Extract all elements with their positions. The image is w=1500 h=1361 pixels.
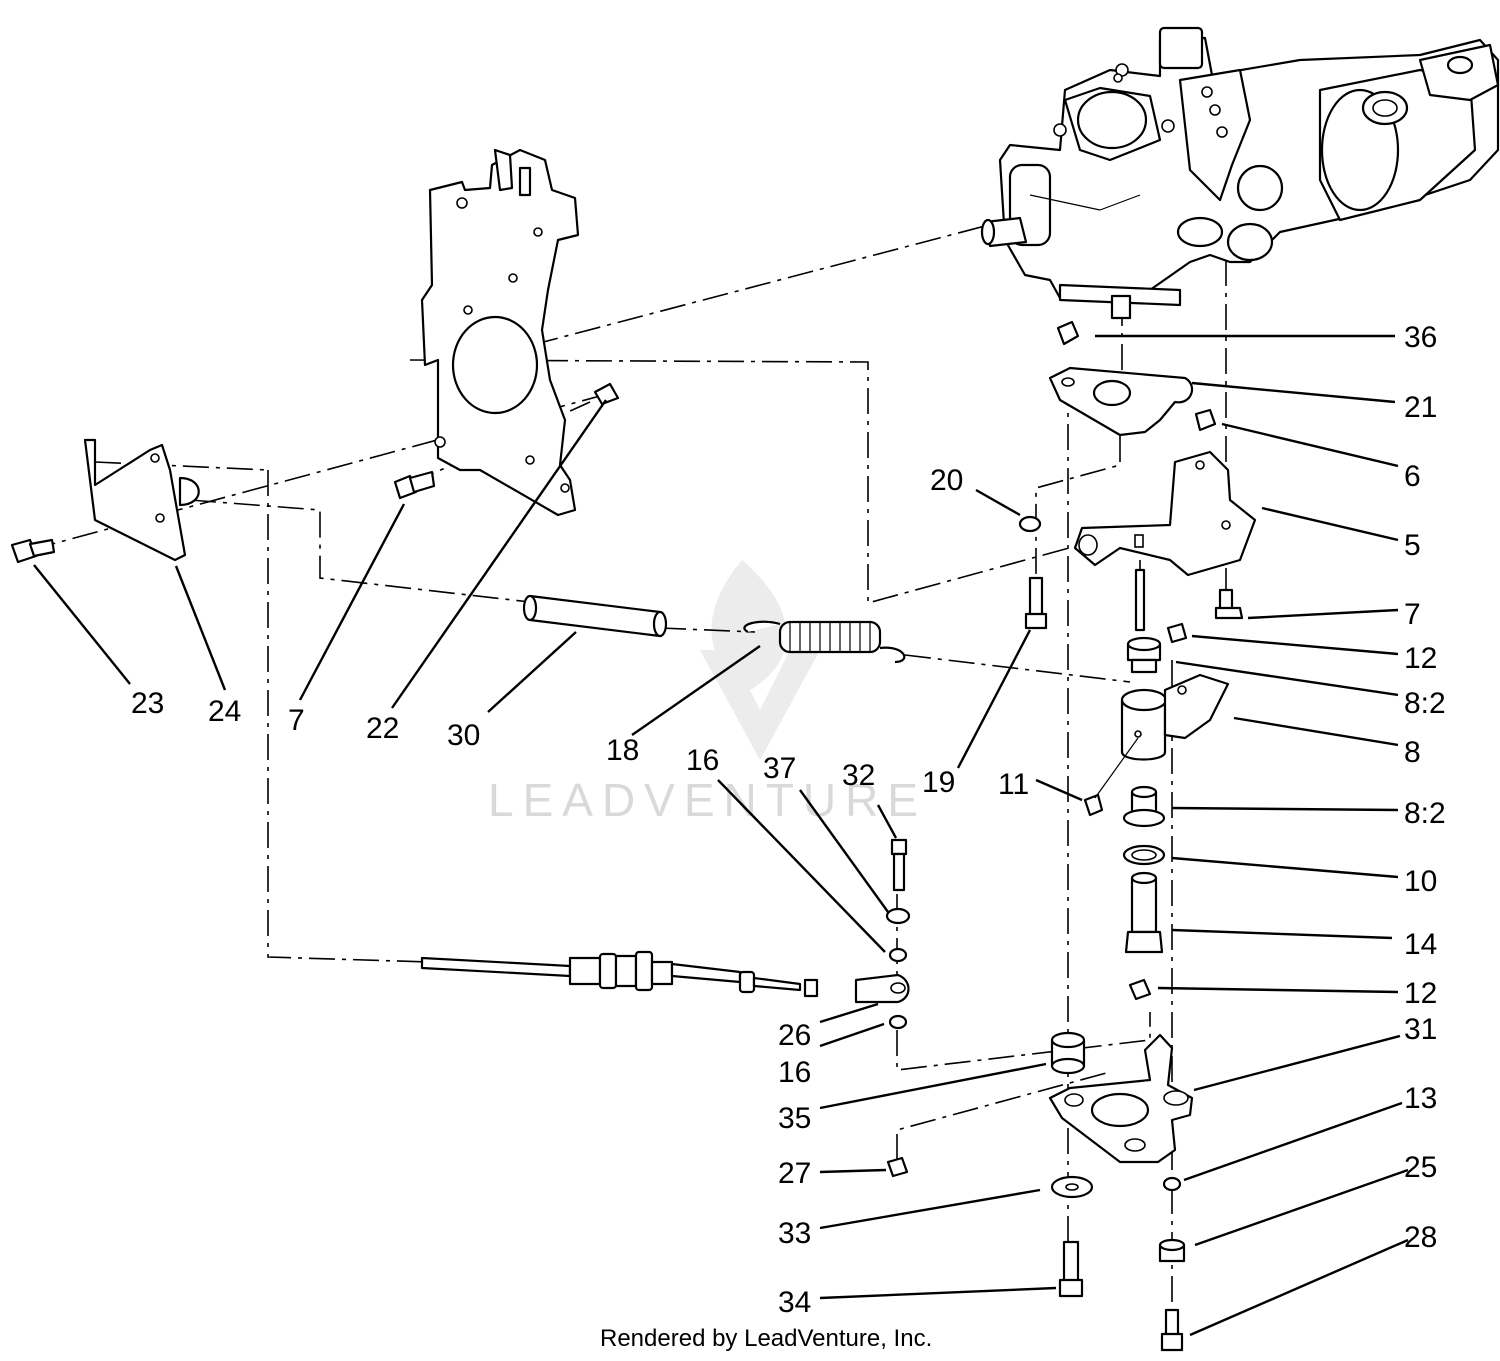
fitting-11 [1083, 737, 1139, 817]
washer-37 [885, 907, 911, 925]
callout-14: 14 [1404, 928, 1437, 961]
callout-13: 13 [1404, 1082, 1437, 1115]
rendered-by-credit: Rendered by LeadVenture, Inc. [600, 1325, 932, 1352]
bolt-19 [1024, 576, 1048, 630]
bracket-5 [1073, 450, 1257, 577]
callout-26: 26 [778, 1019, 811, 1052]
bushing-35 [1050, 1031, 1086, 1075]
callout-8-2-bottom: 8:2 [1404, 797, 1446, 830]
callout-23: 23 [131, 687, 164, 720]
shaft [1134, 568, 1146, 632]
mounting-plate [420, 148, 580, 517]
plate-31 [1048, 1033, 1194, 1164]
callout-8: 8 [1404, 736, 1421, 769]
callout-32: 32 [842, 759, 875, 792]
control-cable [420, 950, 819, 998]
hydrostat-assembly [980, 26, 1500, 320]
callout-12-top: 12 [1404, 642, 1437, 675]
bracket-24 [83, 438, 200, 562]
callout-10: 10 [1404, 865, 1437, 898]
spacer-25 [1158, 1238, 1186, 1263]
callout-18: 18 [606, 734, 639, 767]
leader-lines [33, 334, 1409, 1337]
callout-34: 34 [778, 1286, 811, 1319]
callout-8-2-top: 8:2 [1404, 687, 1446, 720]
clevis-26 [854, 973, 910, 1004]
watermark: LEADVENTURE [488, 560, 927, 826]
watermark-text: LEADVENTURE [488, 774, 927, 826]
callout-6: 6 [1404, 460, 1421, 493]
nut-16-top [888, 947, 908, 963]
callout-21: 21 [1404, 391, 1437, 424]
bushing-8-2-bottom [1122, 785, 1166, 828]
callout-7-right: 7 [1404, 598, 1421, 631]
guide-lines [29, 225, 1227, 1320]
stud-14 [1124, 871, 1164, 954]
bolt-28 [1160, 1308, 1184, 1352]
callout-28: 28 [1404, 1221, 1437, 1254]
callout-11: 11 [998, 768, 1029, 801]
bolt-32 [890, 838, 908, 892]
nut-12-top [1166, 622, 1188, 644]
nut-16-bottom [888, 1014, 908, 1030]
washer-10 [1122, 844, 1166, 866]
callout-7-left: 7 [288, 704, 305, 737]
callout-16-top: 16 [686, 744, 719, 777]
callout-30: 30 [447, 719, 480, 752]
callout-37: 37 [763, 752, 796, 785]
nut-36 [1056, 320, 1080, 346]
nut-22 [593, 382, 620, 406]
callout-16-bottom: 16 [778, 1056, 811, 1089]
bolt-23 [10, 538, 56, 564]
washer-20 [1018, 515, 1042, 533]
spacer-30 [522, 594, 668, 638]
nut-12-bottom [1128, 978, 1152, 1001]
nut-27 [886, 1156, 909, 1178]
callout-36: 36 [1404, 321, 1437, 354]
callout-24: 24 [208, 695, 241, 728]
bushing-8-2-top [1126, 636, 1162, 674]
callout-12-bottom: 12 [1404, 977, 1437, 1010]
plate-21 [1048, 366, 1194, 437]
callout-5: 5 [1404, 529, 1421, 562]
callout-35: 35 [778, 1102, 811, 1135]
washer-13 [1162, 1176, 1182, 1192]
callout-19: 19 [922, 766, 955, 799]
washer-33 [1050, 1175, 1094, 1199]
callout-25: 25 [1404, 1151, 1437, 1184]
spring-18 [743, 620, 906, 664]
callout-31: 31 [1404, 1013, 1437, 1046]
bolt-34 [1058, 1240, 1084, 1298]
callout-33: 33 [778, 1217, 811, 1250]
lever-8 [1120, 673, 1230, 761]
callout-22: 22 [366, 712, 399, 745]
bolt-7-left [393, 470, 436, 500]
callout-20: 20 [930, 464, 963, 497]
nut-6 [1194, 408, 1217, 432]
callout-labels: 36 21 6 5 7 12 8:2 8 8:2 10 14 12 31 13 … [131, 321, 1446, 1319]
bolt-7-right [1214, 588, 1244, 620]
callout-27: 27 [778, 1157, 811, 1190]
